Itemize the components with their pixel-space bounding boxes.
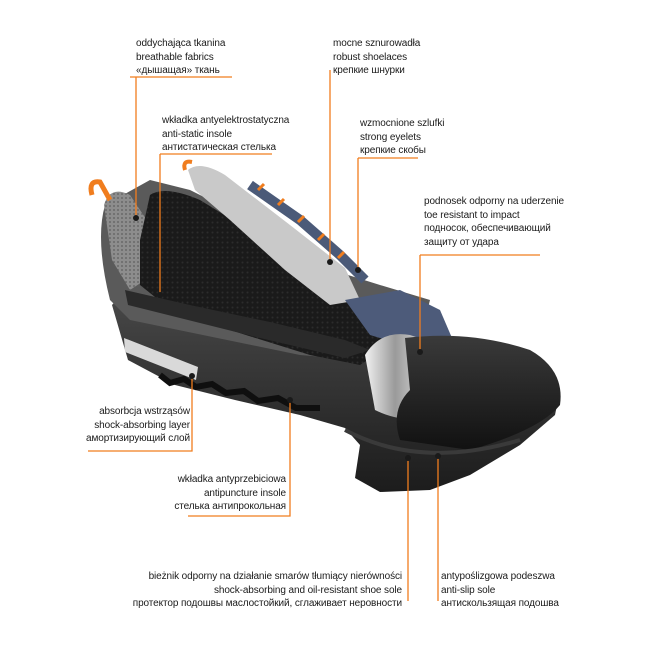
callout-anti-slip-sole: antypoślizgowa podeszwa anti-slip sole а… <box>441 570 559 611</box>
callout-line: защиту от удара <box>424 236 499 248</box>
callout-line: крепкие шнурки <box>333 65 405 76</box>
callout-line: oddychająca tkanina <box>136 38 226 49</box>
callout-anti-static-insole: wkładka antyelektrostatyczna anti-static… <box>162 114 289 155</box>
callout-line: протектор подошвы маслостойкий, сглажива… <box>132 598 402 609</box>
callout-toe-resistant: podnosek odporny na uderzenie toe resist… <box>424 195 564 249</box>
callout-shock-absorbing-layer: absorbcja wstrząsów shock-absorbing laye… <box>86 405 190 446</box>
callout-line: anti-static insole <box>162 128 232 140</box>
callout-oil-resistant-sole: bieżnik odporny na działanie smarów tłum… <box>133 570 402 611</box>
callout-line: стелька антипрокольная <box>174 501 286 512</box>
callout-line: shock-absorbing layer <box>94 419 190 431</box>
callout-line: подносок, обеспечивающий <box>424 223 551 234</box>
callout-line: antipuncture insole <box>203 487 286 499</box>
reflective-strip <box>124 338 198 380</box>
callout-line: bieżnik odporny na działanie smarów tłum… <box>148 571 403 582</box>
callout-line: podnosek odporny na uderzenie <box>424 196 564 207</box>
callout-line: anti-slip sole <box>441 584 496 596</box>
insole <box>125 290 370 358</box>
callout-line: robust shoelaces <box>333 51 408 63</box>
callout-line: toe resistant to impact <box>424 209 520 221</box>
callout-line: shock-absorbing and oil-resistant shoe s… <box>213 584 402 596</box>
callout-line: strong eyelets <box>360 131 421 143</box>
callout-strong-eyelets: wzmocnione szlufki strong eyelets крепки… <box>360 117 444 158</box>
rubber-toe <box>396 335 561 450</box>
callout-line: амортизирующий слой <box>86 433 190 444</box>
callout-line: absorbcja wstrząsów <box>99 406 190 417</box>
callout-line: wkładka antyprzebiciowa <box>177 474 286 485</box>
callout-antipuncture-insole: wkładka antyprzebiciowa antipuncture ins… <box>174 473 286 514</box>
callout-line: antypoślizgowa podeszwa <box>441 571 555 582</box>
callout-line: «дышащая» ткань <box>136 65 220 76</box>
callout-line: wzmocnione szlufki <box>360 118 445 129</box>
heel-loop <box>88 179 113 202</box>
callout-robust-shoelaces: mocne sznurowadła robust shoelaces крепк… <box>333 37 420 78</box>
callout-line: крепкие скобы <box>360 145 426 156</box>
callout-line: wkładka antyelektrostatyczna <box>162 115 290 126</box>
callout-line: антистатическая стелька <box>162 142 276 153</box>
callout-line: антискользящая подошва <box>441 598 559 609</box>
callout-line: breathable fabrics <box>136 51 214 63</box>
callout-line: mocne sznurowadła <box>333 38 421 49</box>
callout-breathable-fabrics: oddychająca tkanina breathable fabrics «… <box>136 37 225 78</box>
